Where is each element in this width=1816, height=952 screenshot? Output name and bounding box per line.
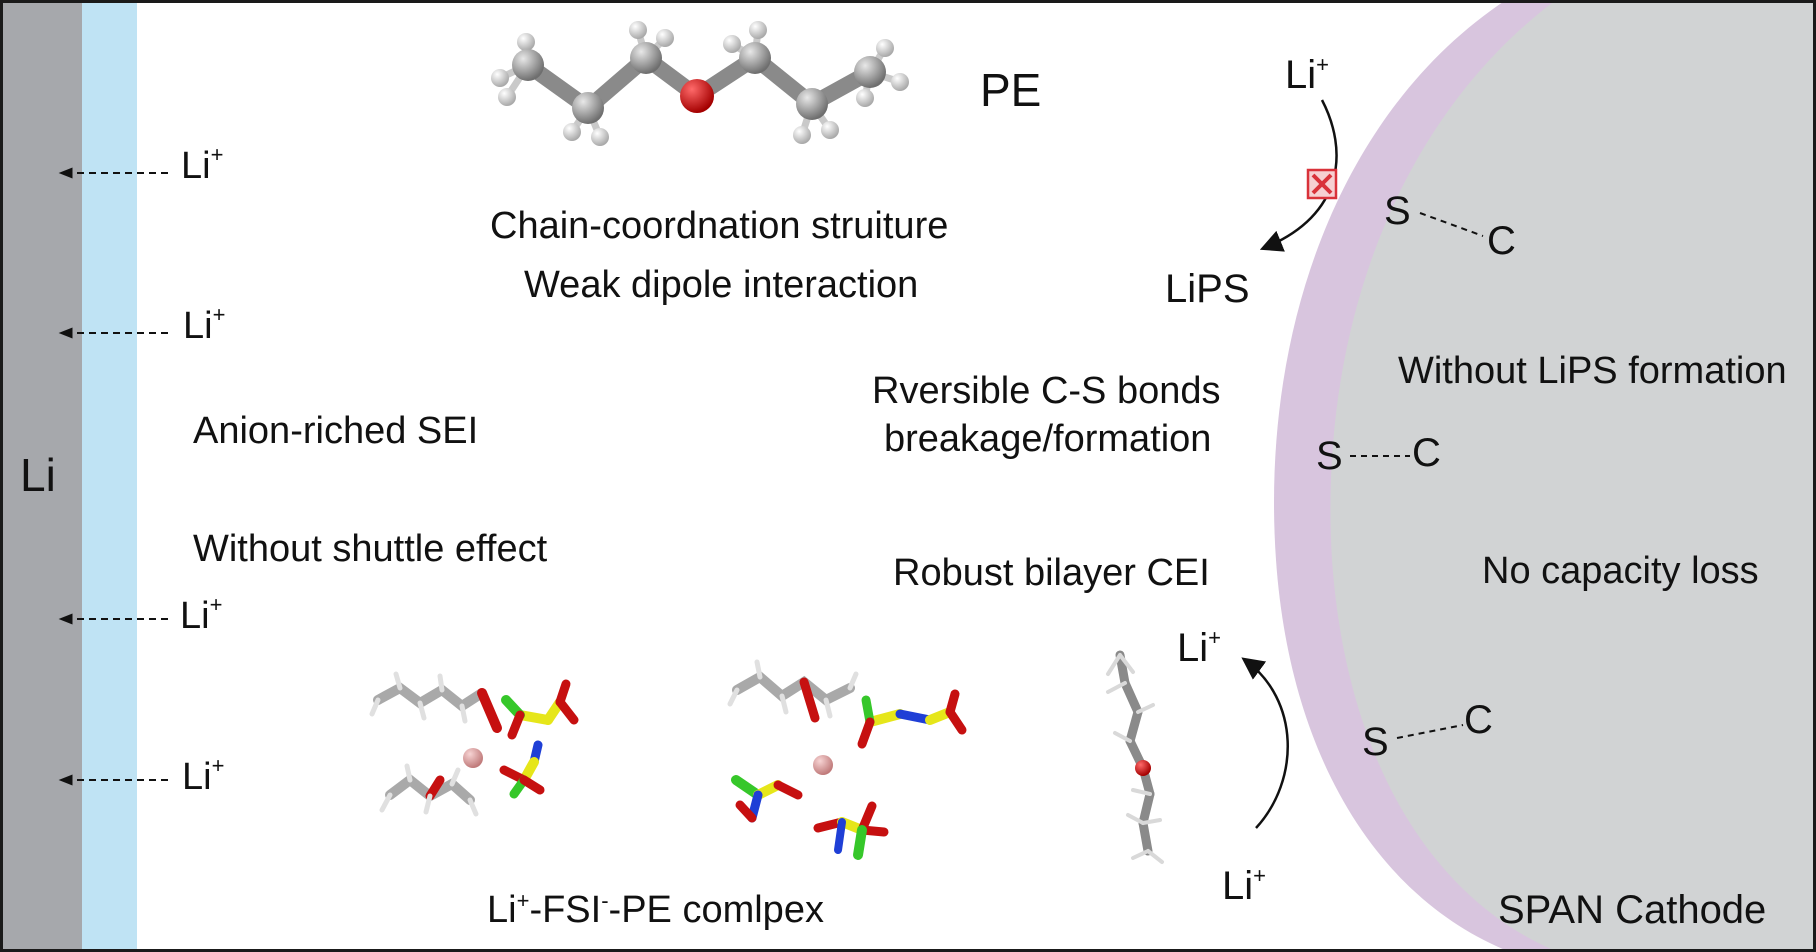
reversible-line-1: Rversible C-S bonds	[872, 370, 1220, 412]
complex-label: Li+-FSI--PE comlpex	[487, 888, 824, 931]
li-ion-top: Li+	[1285, 52, 1329, 97]
cei-text: Robust bilayer CEI	[893, 552, 1210, 594]
lips-label: LiPS	[1165, 267, 1250, 311]
li-ion-label: Li+	[183, 302, 225, 347]
dipole-text: Weak dipole interaction	[524, 264, 918, 306]
anode-label: Li	[20, 449, 56, 501]
svg-text:C: C	[1487, 219, 1516, 263]
li-ion-label: Li+	[182, 753, 224, 798]
sc-bond: S C	[1362, 698, 1493, 764]
li-ion-arrow: Li+	[58, 753, 224, 798]
pe-chain-small	[1106, 650, 1164, 864]
anode-li-arrows: Li+ Li+ Li+ Li+	[58, 142, 225, 798]
oxygen-atom	[680, 79, 714, 113]
carbon-atoms	[512, 42, 886, 124]
span-cathode-core	[1330, 0, 1816, 952]
pe-molecule	[491, 21, 909, 146]
li-ion-bottom-b: Li+	[1222, 863, 1266, 908]
hydrogen-atoms	[491, 21, 909, 146]
sei-layer	[82, 0, 137, 952]
li-ion-label: Li+	[181, 142, 223, 187]
li-ion-arrow: Li+	[58, 302, 225, 347]
chain-coordination-text: Chain-coordnation struiture	[490, 205, 948, 247]
svg-text:S: S	[1384, 189, 1411, 233]
without-lips-text: Without LiPS formation	[1398, 350, 1787, 392]
lithium-ion	[463, 748, 483, 768]
svg-text:C: C	[1412, 431, 1441, 475]
li-ion-arrow: Li+	[58, 142, 223, 187]
li-ion-arrow: Li+	[58, 592, 222, 637]
blocked-icon	[1306, 168, 1338, 200]
lithium-ion	[813, 755, 833, 775]
svg-text:S: S	[1362, 720, 1389, 764]
complex-molecule-2	[727, 659, 967, 860]
shuttle-text: Without shuttle effect	[193, 528, 548, 570]
li-transport-arrow	[1241, 657, 1289, 829]
svg-text:C: C	[1464, 698, 1493, 742]
anion-sei-text: Anion-riched SEI	[193, 410, 478, 452]
li-anode	[0, 0, 82, 952]
reversible-line-2: breakage/formation	[884, 418, 1211, 460]
pe-label: PE	[980, 64, 1041, 116]
oxygen-atom	[1135, 760, 1151, 776]
li-ion-label: Li+	[180, 592, 222, 637]
sc-bond: S C	[1384, 189, 1516, 263]
sc-bond: S C	[1316, 431, 1441, 478]
complex-molecule-1	[369, 671, 579, 817]
li-ion-bottom-a: Li+	[1177, 625, 1221, 670]
no-capacity-text: No capacity loss	[1482, 550, 1759, 592]
svg-text:S: S	[1316, 434, 1343, 478]
span-cathode-label: SPAN Cathode	[1498, 888, 1766, 932]
